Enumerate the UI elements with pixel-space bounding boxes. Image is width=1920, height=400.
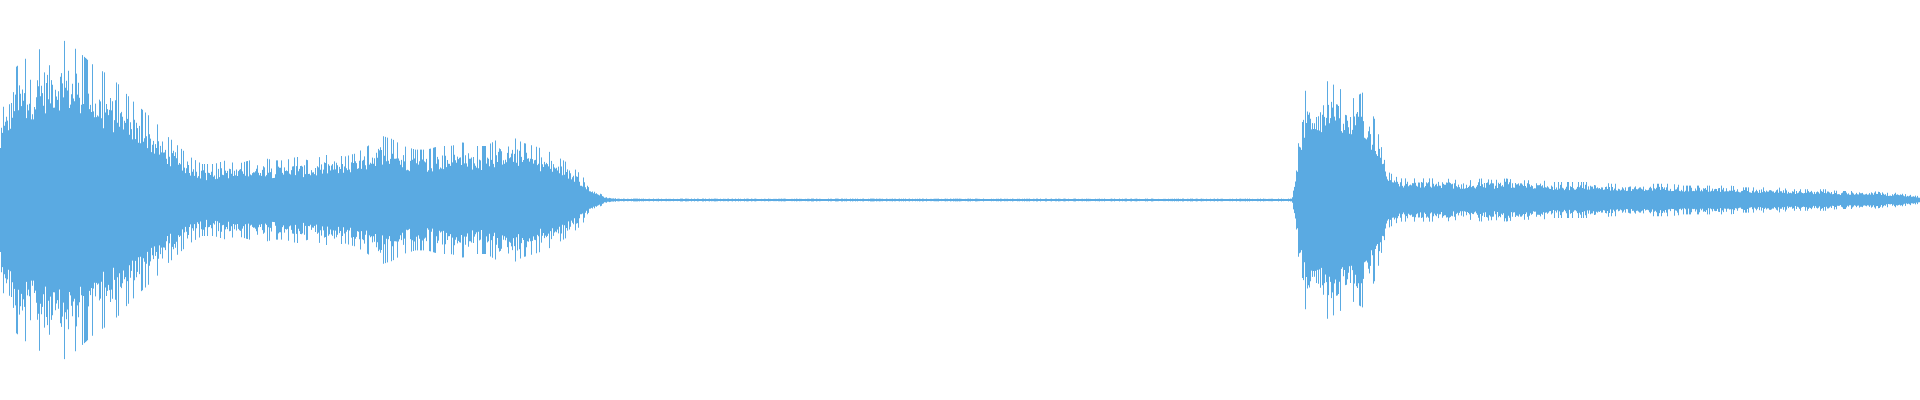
waveform-samples — [0, 40, 1920, 360]
waveform-path — [0, 40, 1920, 360]
